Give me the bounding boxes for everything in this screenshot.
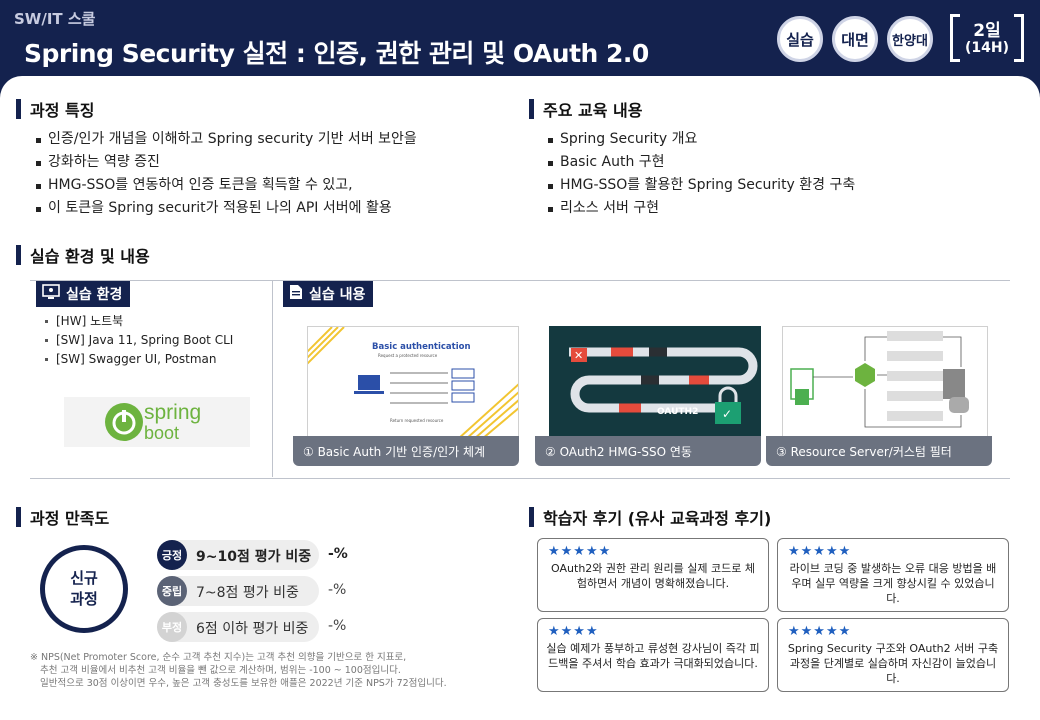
- card-caption: ② OAuth2 HMG-SSO 연동: [535, 436, 761, 466]
- content-item: HMG-SSO를 활용한 Spring Security 환경 구축: [546, 174, 855, 197]
- contents-heading: 주요 교육 내용: [529, 97, 642, 121]
- env-label: 실습 환경: [66, 287, 123, 303]
- diagram-title: Basic authentication: [372, 342, 471, 352]
- env-item: [HW] 노트북: [44, 312, 233, 331]
- review-text: Spring Security 구조와 OAuth2 서버 구축 과정을 단계별…: [787, 642, 999, 685]
- star-rating: ★★★★★: [788, 544, 852, 559]
- spring-boot-logo: spring boot: [64, 397, 250, 447]
- review-card: ★★★★★ Spring Security 구조와 OAuth2 서버 구축 과…: [777, 618, 1009, 692]
- contents-title: 주요 교육 내용: [543, 101, 643, 120]
- badge-university: 한양대: [887, 16, 933, 62]
- star-rating: ★★★★★: [548, 544, 612, 559]
- nps-row-positive: 긍정 9~10점 평가 비중: [157, 540, 319, 570]
- negative-value: -%: [328, 618, 347, 634]
- card-caption: ③ Resource Server/커스텀 필터: [766, 436, 992, 466]
- card-caption: ① Basic Auth 기반 인증/인가 체계: [293, 436, 519, 466]
- content-item: 리소스 서버 구현: [546, 197, 855, 220]
- course-title: Spring Security 실전 : 인증, 권한 관리 및 OAuth 2…: [24, 39, 649, 68]
- badge-offline: 대면: [832, 16, 878, 62]
- env-item: [SW] Swagger UI, Postman: [44, 350, 233, 369]
- positive-label: 9~10점 평가 비중: [196, 549, 312, 565]
- env-item: [SW] Java 11, Spring Boot CLI: [44, 331, 233, 350]
- nps-row-neutral: 중립 7~8점 평가 비중: [157, 576, 319, 606]
- nps-circle: 신규 과정: [40, 545, 128, 633]
- reviews-title: 학습자 후기 (유사 교육과정 후기): [543, 509, 772, 528]
- document-icon: [289, 284, 303, 304]
- features-title: 과정 특징: [30, 101, 95, 120]
- positive-badge: 긍정: [157, 540, 187, 570]
- duration-box: 2일 (14H): [950, 14, 1024, 62]
- satisfaction-heading: 과정 만족도: [16, 505, 109, 529]
- env-tag: 실습 환경: [36, 281, 131, 307]
- practice-card-basic-auth: Basic authentication Request a protected…: [293, 326, 519, 466]
- badge-practice: 실습: [777, 16, 823, 62]
- features-heading: 과정 특징: [16, 97, 94, 121]
- neutral-value: -%: [328, 582, 347, 598]
- practice-card-resource-server: ③ Resource Server/커스텀 필터: [766, 326, 992, 466]
- neutral-label: 7~8점 평가 비중: [196, 585, 299, 601]
- footnote-line: 일반적으로 30점 이상이면 우수, 높은 고객 충성도를 보유한 애플은 20…: [40, 678, 447, 689]
- vertical-divider: [272, 281, 273, 477]
- features-list: 인증/인가 개념을 이해하고 Spring security 기반 서버 보안을…: [34, 128, 417, 220]
- category-label: SW/IT 스쿨: [14, 10, 96, 28]
- feature-item: 강화하는 역량 증진: [34, 151, 417, 174]
- review-text: 실습 예제가 풍부하고 류성현 강사님이 즉각 피드백을 주셔서 학습 효과가 …: [546, 642, 760, 670]
- review-card: ★★★★ 실습 예제가 풍부하고 류성현 강사님이 즉각 피드백을 주셔서 학습…: [537, 618, 769, 692]
- diagram-foot: Return requested resource: [390, 418, 444, 423]
- svg-text:✕: ✕: [574, 349, 583, 362]
- spring-logo-bottom: boot: [144, 423, 179, 443]
- oauth2-label: OAUTH2: [657, 407, 698, 417]
- duration-hours: (14H): [965, 40, 1009, 56]
- practice-heading: 실습 환경 및 내용: [16, 243, 150, 267]
- satisfaction-title: 과정 만족도: [30, 509, 110, 528]
- divider: [30, 478, 1010, 479]
- header-card-edge: [0, 76, 1040, 106]
- contents-list: Spring Security 개요 Basic Auth 구현 HMG-SSO…: [546, 128, 855, 220]
- practice-title: 실습 환경 및 내용: [30, 247, 150, 266]
- feature-item: 인증/인가 개념을 이해하고 Spring security 기반 서버 보안을: [34, 128, 417, 151]
- review-card: ★★★★★ OAuth2와 권한 관리 원리를 실제 코드로 체험하면서 개념이…: [537, 538, 769, 612]
- negative-badge: 부정: [157, 612, 187, 642]
- practice-card-oauth2: ✕ ✓ OAUTH2 ② OAuth2 HMG-SSO 연동: [535, 326, 761, 466]
- resource-server-diagram: [782, 326, 988, 438]
- diagram-sub: Request a protected resource: [378, 353, 438, 358]
- svg-text:✓: ✓: [722, 407, 732, 421]
- content-label: 실습 내용: [309, 287, 366, 303]
- negative-label: 6점 이하 평가 비중: [196, 621, 309, 637]
- positive-value: -%: [328, 546, 348, 562]
- feature-item: HMG-SSO를 연동하여 인증 토큰을 획득할 수 있고,: [34, 174, 417, 197]
- footnote-line: 추천 고객 비율에서 비추천 고객 비율을 뺀 값으로 계산하며, 범위는 -1…: [40, 665, 401, 676]
- nps-circle-line1: 신규: [70, 569, 98, 587]
- star-rating: ★★★★★: [788, 624, 852, 639]
- duration-days: 2일: [973, 21, 1001, 41]
- footnote-line: ※ NPS(Net Promoter Score, 순수 고객 추천 지수)는 …: [30, 652, 407, 663]
- basic-auth-diagram: Basic authentication Request a protected…: [307, 326, 519, 438]
- oauth2-illustration: ✕ ✓ OAUTH2: [549, 326, 761, 438]
- content-item: Basic Auth 구현: [546, 151, 855, 174]
- nps-circle-line2: 과정: [70, 590, 98, 608]
- feature-item: 이 토큰을 Spring securit가 적용된 나의 API 서버에 활용: [34, 197, 417, 220]
- review-text: OAuth2와 권한 관리 원리를 실제 코드로 체험하면서 개념이 명확해졌습…: [551, 562, 755, 590]
- review-card: ★★★★★ 라이브 코딩 중 발생하는 오류 대응 방법을 배우며 실무 역량을…: [777, 538, 1009, 612]
- star-rating: ★★★★: [548, 624, 599, 639]
- divider: [30, 280, 1010, 281]
- monitor-icon: [42, 284, 60, 304]
- content-tag: 실습 내용: [283, 281, 374, 307]
- reviews-heading: 학습자 후기 (유사 교육과정 후기): [529, 505, 771, 529]
- nps-row-negative: 부정 6점 이하 평가 비중: [157, 612, 319, 642]
- review-text: 라이브 코딩 중 발생하는 오류 대응 방법을 배우며 실무 역량을 크게 향상…: [789, 562, 997, 605]
- neutral-badge: 중립: [157, 576, 187, 606]
- content-item: Spring Security 개요: [546, 128, 855, 151]
- spring-logo-top: spring: [144, 401, 201, 424]
- env-list: [HW] 노트북 [SW] Java 11, Spring Boot CLI […: [44, 312, 233, 369]
- nps-footnote: ※ NPS(Net Promoter Score, 순수 고객 추천 지수)는 …: [30, 651, 447, 690]
